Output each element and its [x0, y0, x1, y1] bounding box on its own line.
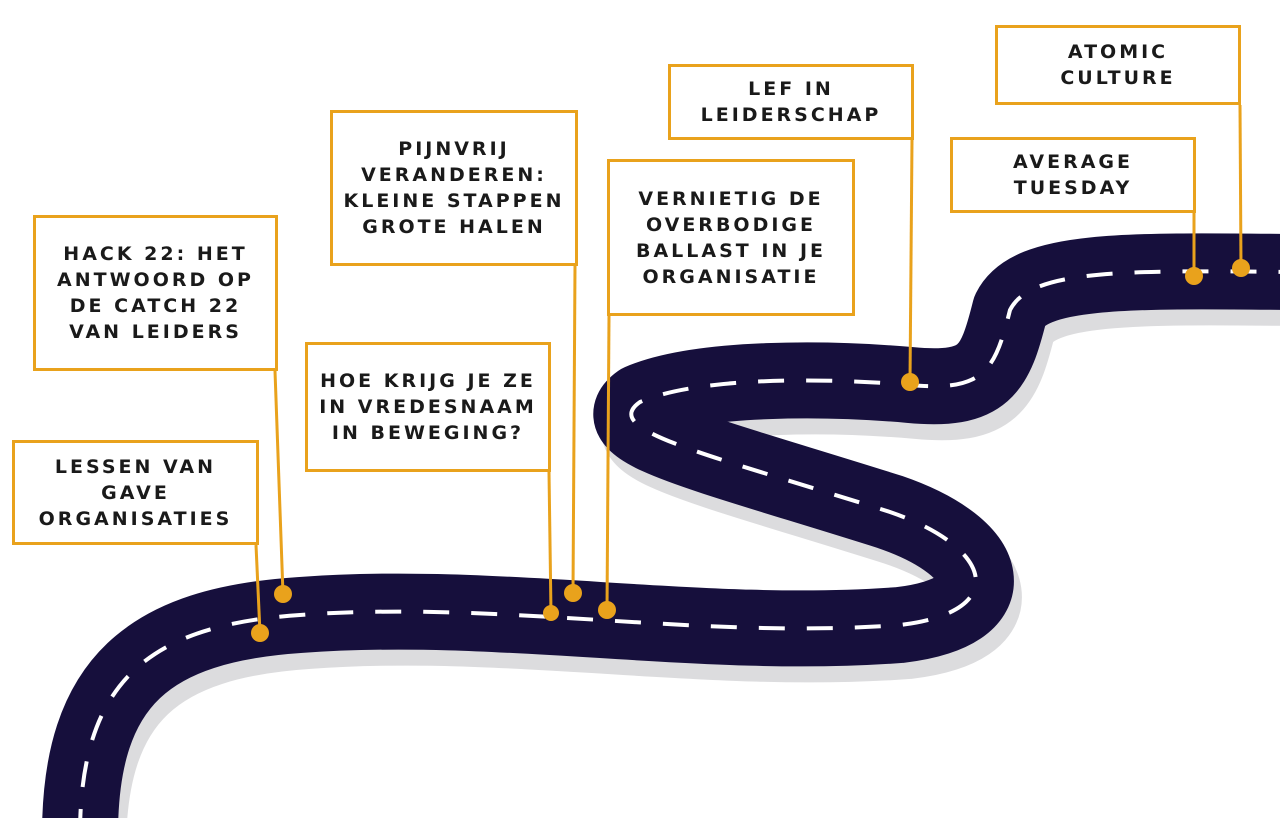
pole-pijnvrij	[571, 265, 577, 594]
milestone-dot-lef	[901, 373, 919, 391]
milestone-label: LESSEN VAN GAVE ORGANISATIES	[38, 455, 233, 530]
milestone-dot-average	[1185, 267, 1203, 285]
milestone-dot-lessen	[251, 624, 269, 642]
milestone-sign-lef-in-leiderschap: LEF IN LEIDERSCHAP	[668, 64, 914, 140]
milestone-label: AVERAGE TUESDAY	[1012, 151, 1133, 199]
milestone-sign-hoe-krijg-je-ze: HOE KRIJG JE ZE IN VREDESNAAM IN BEWEGIN…	[305, 342, 551, 472]
milestone-sign-hack-22: HACK 22: HET ANTWOORD OP DE CATCH 22 VAN…	[33, 215, 278, 371]
pole-lessen	[254, 544, 262, 634]
milestone-dot-pijnvrij	[564, 584, 582, 602]
milestone-dot-vernietig	[598, 601, 616, 619]
milestone-dot-hack	[274, 585, 292, 603]
milestone-dot-hoe	[543, 605, 559, 621]
milestone-sign-vernietig-ballast: VERNIETIG DE OVERBODIGE BALLAST IN JE OR…	[607, 159, 855, 316]
pole-vernietig	[605, 315, 611, 611]
pole-lef	[908, 139, 914, 383]
milestone-label: ATOMIC CULTURE	[1060, 41, 1176, 89]
pole-atomic	[1238, 104, 1243, 269]
milestone-dot-atomic	[1232, 259, 1250, 277]
milestone-label: LEF IN LEIDERSCHAP	[700, 78, 882, 126]
milestone-sign-average-tuesday: AVERAGE TUESDAY	[950, 137, 1196, 213]
pole-hoe	[547, 471, 553, 614]
milestone-sign-pijnvrij-veranderen: PIJNVRIJ VERANDEREN: KLEINE STAPPEN GROT…	[330, 110, 578, 266]
milestone-label: HOE KRIJG JE ZE IN VREDESNAAM IN BEWEGIN…	[319, 370, 537, 444]
milestone-label: HACK 22: HET ANTWOORD OP DE CATCH 22 VAN…	[57, 243, 254, 343]
milestone-sign-lessen-van-gave-organisaties: LESSEN VAN GAVE ORGANISATIES	[12, 440, 259, 545]
pole-hack	[273, 370, 285, 595]
lane-marking	[78, 269, 1280, 818]
milestone-label: VERNIETIG DE OVERBODIGE BALLAST IN JE OR…	[636, 187, 826, 288]
milestone-label: PIJNVRIJ VERANDEREN: KLEINE STAPPEN GROT…	[343, 138, 565, 238]
milestone-sign-atomic-culture: ATOMIC CULTURE	[995, 25, 1241, 105]
